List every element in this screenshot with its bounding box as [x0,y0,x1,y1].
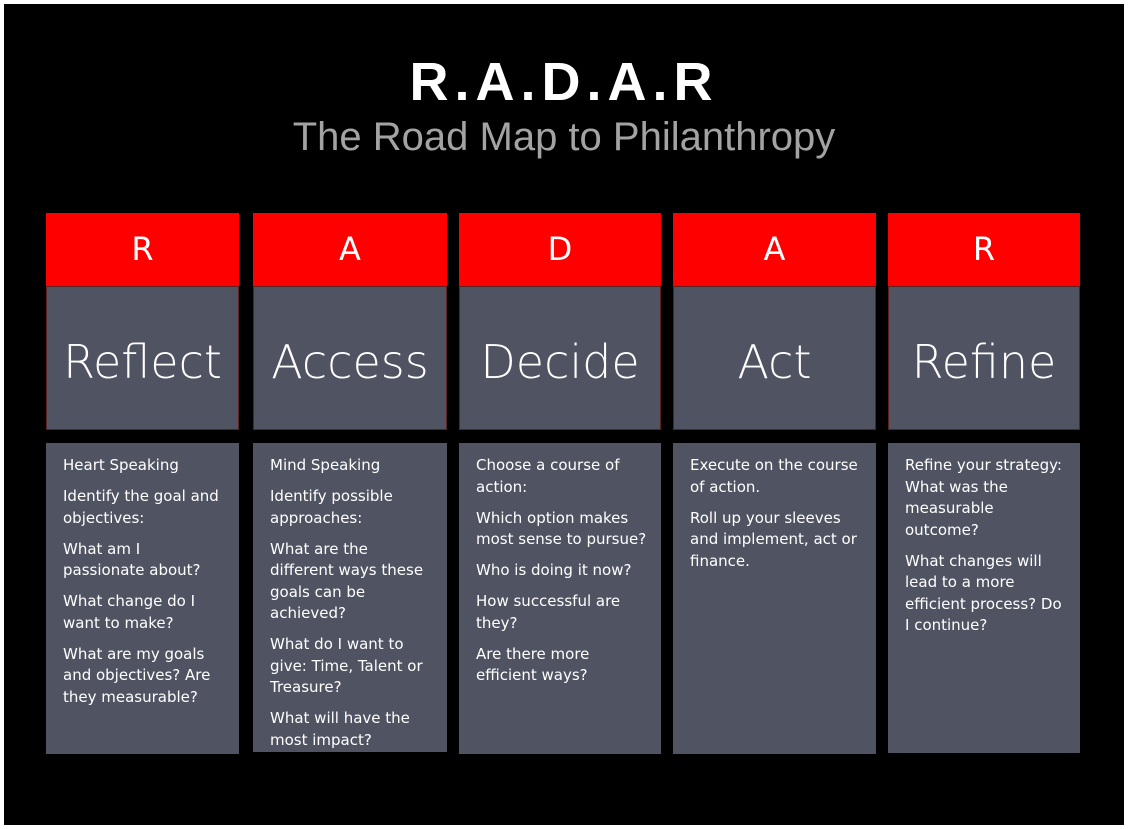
column-letter: R [888,213,1080,286]
column-reflect: R Reflect Heart Speaking Identify the go… [46,213,239,754]
description-line: Who is doing it now? [476,561,632,579]
description-line: Identify possible approaches: [270,487,393,527]
column-description: Heart Speaking Identify the goal and obj… [46,443,239,754]
column-refine: R Refine Refine your strategy: What was … [888,213,1080,753]
description-line: Are there more efficient ways? [476,644,590,685]
description-line: What are my goals and objectives? Are th… [63,644,211,706]
column-word: Reflect [46,286,239,430]
description-line: Choose a course of action: [476,456,620,496]
description-line: What are the different ways these goals … [270,539,424,623]
column-decide: D Decide Choose a course of action: Whic… [459,213,661,754]
diagram-subtitle: The Road Map to Philanthropy [292,115,836,159]
column-description: Execute on the course of action. Roll up… [673,443,876,754]
description-line: Refine your strategy: What was the measu… [905,456,1062,539]
description-line: What am I passionate about? [63,539,201,580]
description-line: Mind Speaking [270,456,381,474]
description-line: What change do I want to make? [63,592,196,632]
column-act: A Act Execute on the course of action. R… [673,213,876,754]
column-description: Mind Speaking Identify possible approach… [253,443,447,752]
column-word: Refine [888,286,1080,430]
description-line: Identify the goal and objectives: [63,487,219,527]
description-line: What changes will lead to a more efficie… [905,551,1062,635]
description-line: What do I want to give: Time, Talent or … [270,635,423,696]
column-word: Access [253,286,447,430]
column-description: Choose a course of action: Which option … [459,443,661,754]
diagram-title: R.A.D.A.R [409,52,719,112]
description-line: Heart Speaking [63,456,179,474]
description-line: What will have the most impact? [270,709,410,749]
column-access: A Access Mind Speaking Identify possible… [253,213,447,752]
column-letter: A [673,213,876,286]
description-line: Roll up your sleeves and implement, act … [690,508,857,570]
column-letter: R [46,213,239,286]
description-line: Execute on the course of action. [690,456,858,496]
description-line: Which option makes most sense to pursue? [476,508,647,549]
column-word: Decide [459,286,661,430]
column-letter: A [253,213,447,286]
description-line: How successful are they? [476,592,621,632]
column-description: Refine your strategy: What was the measu… [888,443,1080,753]
column-letter: D [459,213,661,286]
column-word: Act [673,286,876,430]
